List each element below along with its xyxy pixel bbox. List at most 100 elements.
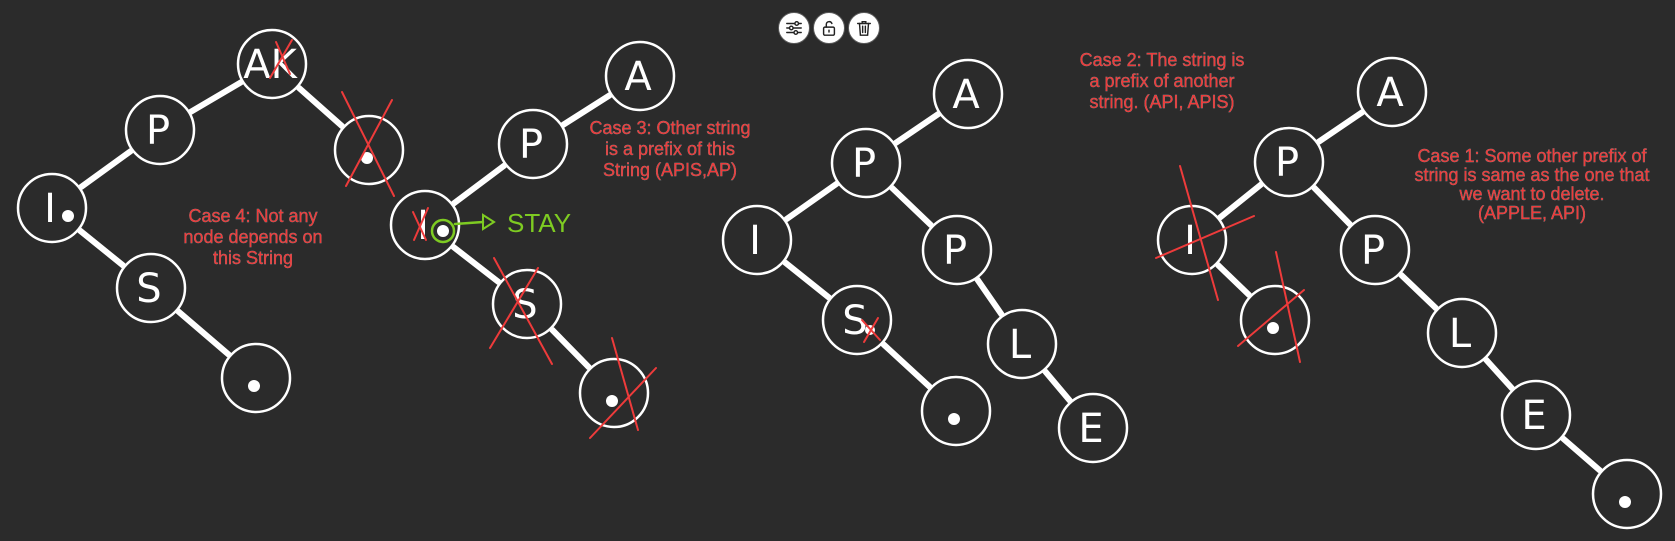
trie-edge — [1042, 368, 1073, 404]
trie-edge — [450, 162, 508, 207]
trie-edge — [549, 326, 592, 371]
trie-node: P — [1339, 214, 1411, 286]
case-caption-line: string. (API, APIS) — [1089, 92, 1234, 112]
trie-node — [1591, 458, 1663, 530]
node-letter: AK — [243, 42, 298, 88]
case-caption-line: node depends on — [183, 227, 322, 247]
deletion-strike — [1237, 289, 1305, 347]
settings-sliders-button[interactable] — [778, 12, 810, 44]
node-letter: I — [44, 186, 56, 232]
trie-node: E — [1057, 392, 1129, 464]
node-circle — [333, 114, 405, 186]
node-letter: P — [146, 108, 170, 154]
node-circle — [124, 94, 196, 166]
trie-node: S — [115, 252, 187, 324]
end-of-word-dot — [948, 413, 960, 425]
trash-icon — [856, 20, 872, 36]
unlock-icon — [822, 20, 836, 36]
case-caption-line: is a prefix of this — [605, 139, 735, 159]
node-letter: P — [1361, 228, 1385, 274]
node-letter: E — [1521, 393, 1546, 439]
trie-node: L — [1426, 297, 1498, 369]
end-of-word-dot — [62, 210, 74, 222]
trie-node — [578, 357, 650, 429]
trie-edges — [77, 79, 1603, 474]
node-circle — [1253, 126, 1325, 198]
deletion-strike — [269, 39, 293, 79]
trie-edge — [78, 148, 134, 190]
trie-edge — [1214, 261, 1253, 299]
node-circle — [1356, 56, 1428, 128]
trie-edge — [783, 180, 840, 223]
node-circle — [1239, 284, 1311, 356]
end-of-word-dot — [1619, 496, 1631, 508]
end-of-word-dot — [437, 225, 449, 237]
deletion-strike — [589, 367, 657, 439]
node-letter: I — [749, 218, 761, 264]
stay-annotation: STAY — [430, 208, 571, 244]
end-of-word-dot — [606, 395, 618, 407]
deletion-strike — [345, 99, 393, 187]
node-circle — [821, 284, 893, 356]
node-circle — [932, 58, 1004, 130]
node-circle — [578, 357, 650, 429]
trie-edge — [450, 244, 502, 285]
trie-node: AK — [236, 28, 308, 100]
deletion-strike — [863, 317, 879, 343]
node-circle — [1057, 392, 1129, 464]
trie-edge — [892, 111, 942, 146]
deletion-strike — [493, 257, 553, 365]
node-letter: A — [952, 72, 980, 118]
trie-node: P — [830, 127, 902, 199]
case-caption-line: a prefix of another — [1089, 71, 1234, 91]
node-letter: P — [852, 141, 876, 187]
unlock-button[interactable] — [813, 12, 845, 44]
deletion-strike — [275, 41, 291, 75]
node-circle — [721, 204, 793, 276]
trie-edge — [175, 308, 232, 358]
trie-edge — [77, 227, 126, 269]
deletion-strike — [413, 207, 429, 241]
trie-node: I — [389, 189, 461, 261]
node-letter: L — [1449, 311, 1472, 357]
trie-node — [333, 114, 405, 186]
trie-edge — [889, 184, 934, 229]
node-letter: I — [417, 203, 429, 249]
deletion-strike — [611, 337, 639, 431]
trie-node: A — [932, 58, 1004, 130]
node-circle — [986, 308, 1058, 380]
trie-edge — [560, 92, 613, 128]
trie-node: I — [721, 204, 793, 276]
node-circle — [920, 375, 992, 447]
case-caption-line: Case 2: The string is — [1080, 50, 1245, 70]
stay-highlight-ring — [430, 218, 456, 244]
trie-edge — [974, 276, 1005, 318]
trie-node: E — [1500, 379, 1572, 451]
trie-node: S — [821, 284, 893, 356]
case-caption-line: Case 4: Not any — [188, 206, 317, 226]
trie-edge — [1315, 109, 1366, 145]
node-circle — [604, 40, 676, 112]
trie-edge — [188, 79, 244, 115]
case-caption-line: this String — [213, 248, 293, 268]
trie-node — [220, 342, 292, 414]
trie-edge — [1398, 271, 1439, 312]
trie-edge — [1217, 181, 1264, 221]
node-letter: P — [943, 228, 967, 274]
trie-edge — [1483, 356, 1515, 392]
node-circle — [497, 108, 569, 180]
node-circle — [220, 342, 292, 414]
node-letter: I — [1184, 218, 1196, 264]
stay-arrow-line — [453, 220, 485, 226]
trie-node: I — [16, 172, 88, 244]
end-of-word-dot — [248, 380, 260, 392]
trie-node: L — [986, 308, 1058, 380]
node-letter: E — [1078, 406, 1103, 452]
case-caption-line: Case 3: Other string — [589, 118, 750, 138]
delete-button[interactable] — [848, 12, 880, 44]
node-circle — [1426, 297, 1498, 369]
trie-node: P — [921, 214, 993, 286]
trie-node: P — [497, 108, 569, 180]
case-caption-line: Case 1: Some other prefix of — [1417, 146, 1647, 166]
